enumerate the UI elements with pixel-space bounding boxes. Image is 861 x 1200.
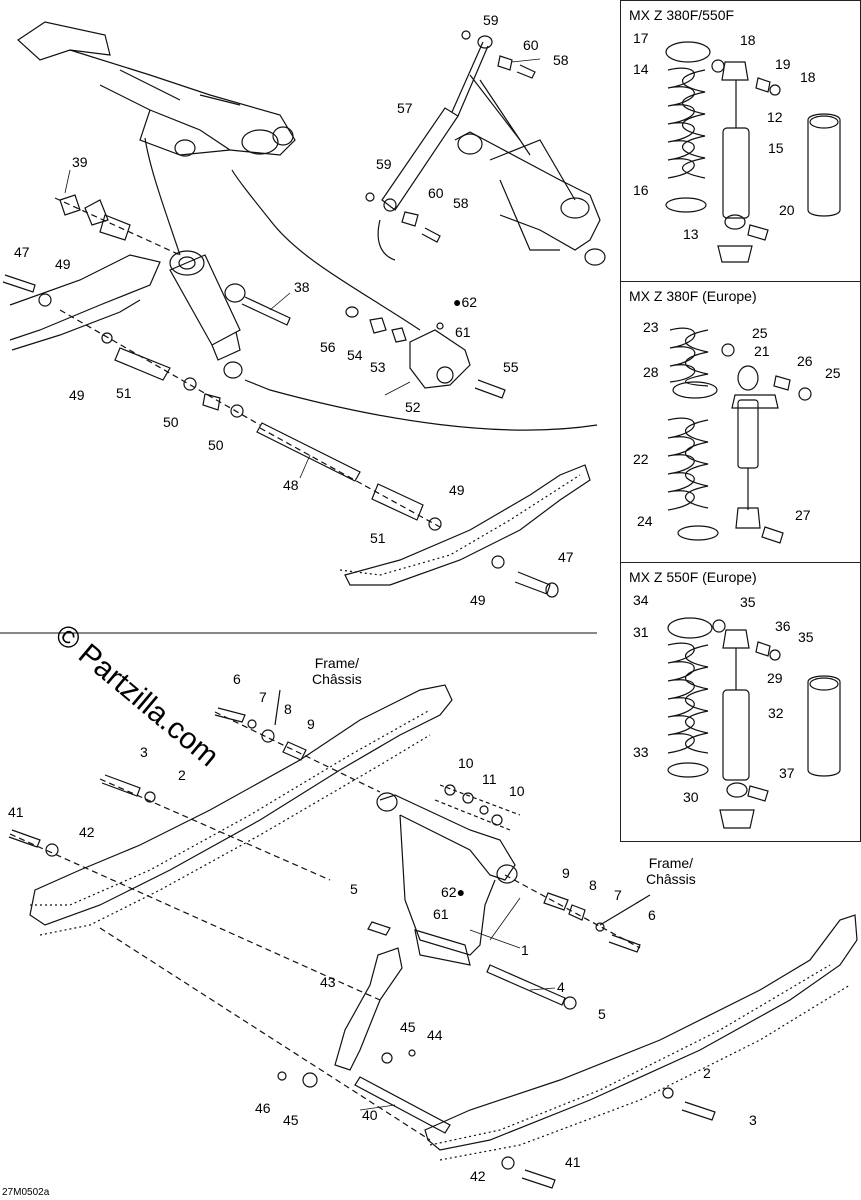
part-number: 48 (283, 477, 299, 493)
part-number: 10 (509, 783, 525, 799)
part-number: 9 (307, 716, 315, 732)
part-number: 57 (397, 100, 413, 116)
part-number: 61 (455, 324, 471, 340)
part-number: 8 (284, 701, 292, 717)
part-number: 31 (633, 624, 649, 640)
part-number: 16 (633, 182, 649, 198)
variant-title: MX Z 380F (Europe) (629, 288, 757, 304)
part-number: 8 (589, 877, 597, 893)
part-number: 10 (458, 755, 474, 771)
part-number: 27 (795, 507, 811, 523)
part-number: 58 (453, 195, 469, 211)
part-number: 22 (633, 451, 649, 467)
part-number: 44 (427, 1027, 443, 1043)
part-number: 60 (428, 185, 444, 201)
part-number: 2 (703, 1065, 711, 1081)
part-number: 50 (163, 414, 179, 430)
part-number: 25 (825, 365, 841, 381)
part-number: 55 (503, 359, 519, 375)
part-number: 53 (370, 359, 386, 375)
part-number: 15 (768, 140, 784, 156)
frame-label: Frame/ Châssis (312, 655, 362, 687)
part-number: 50 (208, 437, 224, 453)
part-number: 39 (72, 154, 88, 170)
part-number: 47 (558, 549, 574, 565)
part-number: 49 (449, 482, 465, 498)
part-number: 61 (433, 906, 449, 922)
part-number: 11 (482, 771, 497, 787)
part-number: 25 (752, 325, 768, 341)
part-number: 19 (775, 56, 791, 72)
part-number: 38 (294, 279, 310, 295)
part-number: 42 (79, 824, 95, 840)
part-number: 1 (521, 942, 529, 958)
part-number: 21 (754, 343, 770, 359)
part-number: 3 (140, 744, 148, 760)
part-number: 49 (55, 256, 71, 272)
part-number: 32 (768, 705, 784, 721)
part-number: 51 (370, 530, 386, 546)
part-number: 13 (683, 226, 699, 242)
part-number: 35 (740, 594, 756, 610)
variant-title: MX Z 550F (Europe) (629, 569, 757, 585)
part-number: 17 (633, 30, 649, 46)
part-number: 18 (740, 32, 756, 48)
part-number: 20 (779, 202, 795, 218)
part-number: 24 (637, 513, 653, 529)
part-number: 4 (557, 979, 565, 995)
part-number: 33 (633, 744, 649, 760)
part-number: 30 (683, 789, 699, 805)
part-number: 26 (797, 353, 813, 369)
part-number: 5 (350, 881, 358, 897)
part-number: 41 (565, 1154, 581, 1170)
part-number: 49 (69, 387, 85, 403)
part-number: 56 (320, 339, 336, 355)
part-number: 37 (779, 765, 795, 781)
part-number-oil: 62● (441, 884, 466, 900)
part-number: 12 (767, 109, 783, 125)
part-number: 14 (633, 61, 649, 77)
part-number: 2 (178, 767, 186, 783)
part-number: 18 (800, 69, 816, 85)
part-number: 6 (648, 907, 656, 923)
part-number: 45 (400, 1019, 416, 1035)
part-number: 23 (643, 319, 659, 335)
part-number: 35 (798, 629, 814, 645)
part-number: 3 (749, 1112, 757, 1128)
part-number: 43 (320, 974, 336, 990)
part-number: 5 (598, 1006, 606, 1022)
part-number: 40 (362, 1107, 378, 1123)
part-number: 52 (405, 399, 421, 415)
part-number: 60 (523, 37, 539, 53)
part-number: 41 (8, 804, 24, 820)
part-number: 51 (116, 385, 132, 401)
part-number: 34 (633, 592, 649, 608)
part-number-oil: ●62 (453, 294, 478, 310)
part-number: 7 (259, 689, 267, 705)
part-number: 59 (483, 12, 499, 28)
part-number: 36 (775, 618, 791, 634)
part-number: 7 (614, 887, 622, 903)
diagram-code: 27M0502a (2, 1187, 50, 1198)
part-number: 59 (376, 156, 392, 172)
frame-label: Frame/ Châssis (646, 855, 696, 887)
part-number: 47 (14, 244, 30, 260)
part-number: 46 (255, 1100, 271, 1116)
part-number: 58 (553, 52, 569, 68)
part-number: 9 (562, 865, 570, 881)
part-number: 42 (470, 1168, 486, 1184)
part-number: 28 (643, 364, 659, 380)
part-number: 45 (283, 1112, 299, 1128)
part-number: 29 (767, 670, 783, 686)
part-number: 54 (347, 347, 363, 363)
part-number: 49 (470, 592, 486, 608)
variant-title: MX Z 380F/550F (629, 7, 735, 23)
part-number: 6 (233, 671, 241, 687)
